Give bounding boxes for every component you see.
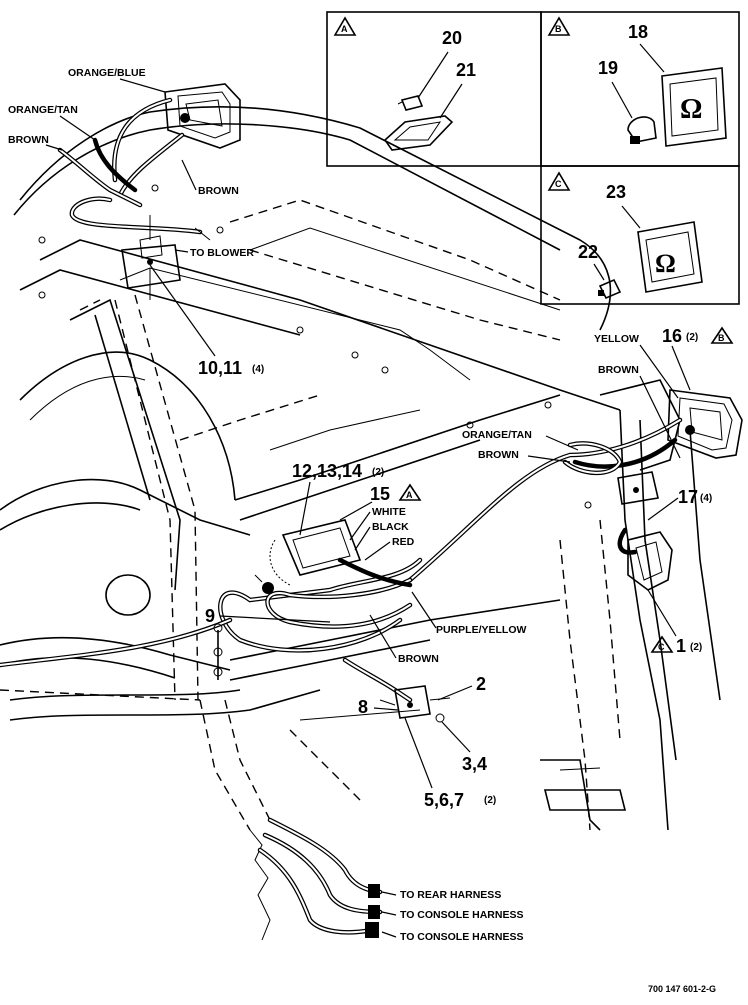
inset-c: C 23 Ω 22 (540, 165, 740, 305)
callout-16-qty: (2) (686, 332, 698, 343)
callout-5-6-7: 5,6,7 (424, 790, 464, 810)
label-brown-right-mid: BROWN (478, 449, 519, 461)
label-red: RED (392, 536, 415, 548)
right-work-lamp (599, 379, 743, 471)
callout-9: 9 (205, 606, 215, 626)
callout-5-6-7-qty: (2) (484, 795, 496, 806)
callout-15-ref: A (406, 490, 413, 500)
label-to-blower: TO BLOWER (190, 247, 254, 259)
label-to-console-harness-1: TO CONSOLE HARNESS (400, 909, 524, 921)
callout-1-ref-triangle (650, 635, 674, 653)
label-brown-left-mid: BROWN (198, 185, 239, 197)
callout-1-qty: (2) (690, 642, 702, 653)
main-harness (0, 417, 683, 938)
label-to-console-harness-2: TO CONSOLE HARNESS (400, 931, 524, 943)
label-orange-tan-right: ORANGE/TAN (462, 429, 532, 441)
inset-b-part-19: 19 (598, 58, 618, 78)
left-harness (57, 97, 211, 289)
callout-17: 17 (678, 487, 698, 507)
label-purple-yellow: PURPLE/YELLOW (436, 624, 527, 636)
label-orange-blue: ORANGE/BLUE (68, 67, 146, 79)
inset-a-part-20: 20 (442, 28, 462, 48)
callout-17-qty: (4) (700, 493, 712, 504)
cab-roof-outline (0, 106, 721, 941)
label-black: BLACK (372, 521, 409, 533)
callout-12-13-14: 12,13,14 (292, 461, 362, 481)
inset-c-part-22: 22 (578, 242, 598, 262)
callout-16-ref-triangle (710, 326, 734, 344)
left-work-lamp (164, 83, 241, 149)
callout-15: 15 (370, 484, 390, 504)
inset-b: B 18 Ω 19 (540, 11, 740, 167)
callout-1-ref: C (658, 642, 665, 652)
callout-10-11-qty: (4) (252, 364, 264, 375)
label-to-rear-harness: TO REAR HARNESS (400, 889, 501, 901)
label-brown-bottom: BROWN (398, 653, 439, 665)
callout-2: 2 (476, 674, 486, 694)
inset-a-part-21: 21 (456, 60, 476, 80)
callout-16: 16 (662, 326, 682, 346)
callout-8: 8 (358, 697, 368, 717)
inset-c-part-23: 23 (606, 182, 626, 202)
part-callouts: 10,11 (4) 12,13,14 (2) 15 A 16 (2) B 17 … (149, 264, 734, 810)
inset-c-lamp-glyph: Ω (655, 249, 676, 278)
label-white: WHITE (372, 506, 406, 518)
inset-a: A 20 21 (326, 11, 542, 167)
callout-12-13-14-qty: (2) (372, 467, 384, 478)
drawing-number: 700 147 601-2-G (648, 984, 716, 994)
inset-c-ref: C (555, 179, 562, 189)
wire-labels: ORANGE/BLUE ORANGE/TAN BROWN BROWN TO BL… (8, 67, 681, 943)
callout-1: 1 (676, 636, 686, 656)
label-orange-tan-left: ORANGE/TAN (8, 104, 78, 116)
inset-b-ref: B (555, 24, 562, 34)
inset-b-lamp-glyph: Ω (680, 94, 702, 125)
label-yellow: YELLOW (594, 333, 639, 345)
inset-b-part-18: 18 (628, 22, 648, 42)
callout-16-ref: B (718, 333, 725, 343)
callout-15-ref-triangle (398, 483, 422, 501)
callout-3-4: 3,4 (462, 754, 487, 774)
label-brown-left-top: BROWN (8, 134, 49, 146)
label-brown-right: BROWN (598, 364, 639, 376)
callout-10-11: 10,11 (198, 358, 242, 378)
inset-a-ref: A (341, 24, 348, 34)
